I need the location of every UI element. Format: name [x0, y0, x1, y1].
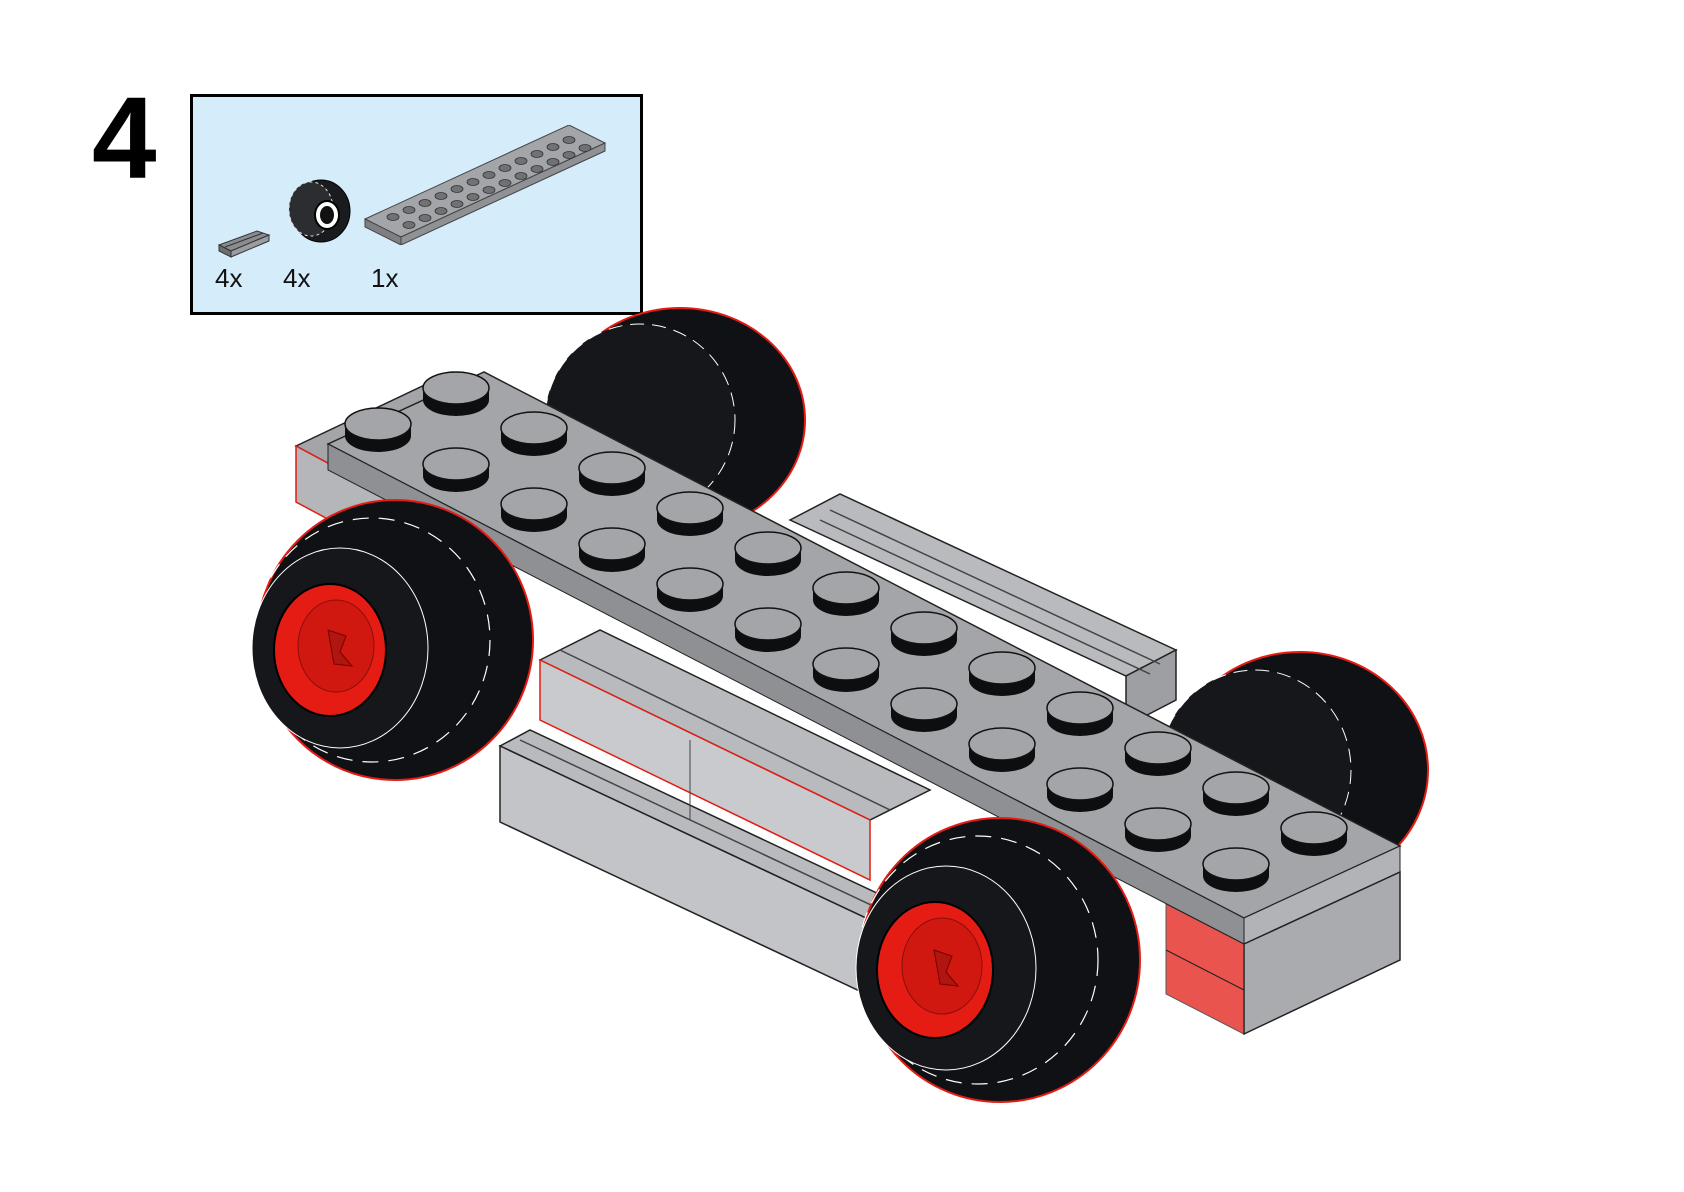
- wheel-front-right: [855, 817, 1141, 1103]
- parts-list-callout: 4x 4x 1x: [190, 94, 643, 315]
- step-number: 4: [92, 73, 157, 203]
- pin-icon: [217, 230, 271, 258]
- chassis-rail-left: [498, 629, 932, 1012]
- parts-qty-2: 4x: [283, 263, 311, 293]
- parts-qty-3: 1x: [371, 263, 399, 293]
- chassis-rail-right: [788, 493, 1178, 728]
- parts-qty-1: 4x: [215, 263, 243, 293]
- wheel-front-left: [251, 499, 534, 781]
- wheel-icon: [288, 179, 351, 243]
- plate-icon: [363, 125, 607, 245]
- chassis-brick-front: [1165, 870, 1401, 1036]
